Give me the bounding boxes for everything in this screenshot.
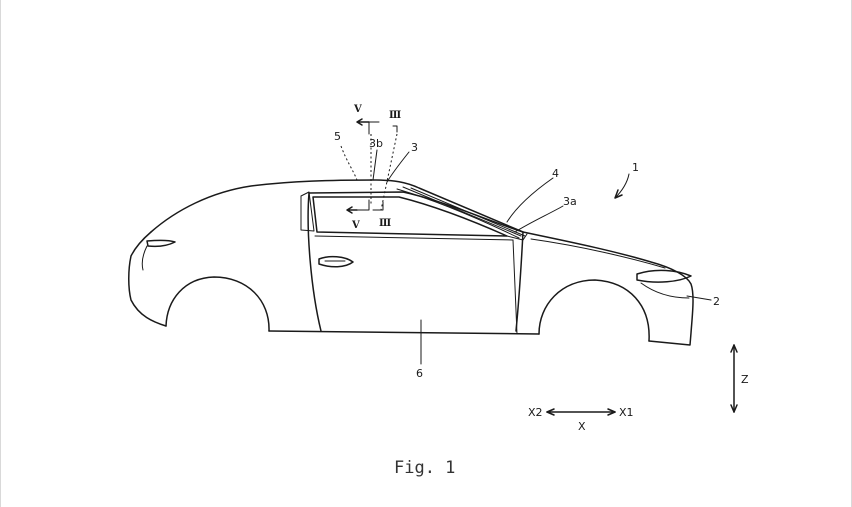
hood-line	[530, 238, 666, 269]
section-marker-iii-bottom	[372, 201, 384, 211]
leader-3b	[372, 149, 378, 181]
leader-4	[506, 177, 554, 223]
figure-caption: Fig. 1	[394, 458, 455, 478]
leader-3a	[514, 205, 564, 233]
section-label-iii-bottom: Ⅲ	[379, 218, 391, 229]
leader-2	[686, 295, 712, 301]
axis-label-x1: X1	[619, 406, 634, 419]
windshield	[396, 186, 526, 239]
section-line-iii	[380, 133, 398, 211]
door-handle	[318, 255, 354, 268]
section-marker-v-top	[356, 118, 380, 135]
axis-label-x: X	[578, 420, 586, 433]
axis-label-x2: X2	[528, 406, 543, 419]
rear-lamp	[146, 239, 176, 248]
leader-3	[386, 151, 410, 183]
ref-label-2: 2	[713, 295, 720, 308]
section-marker-v-bottom	[346, 199, 370, 214]
section-label-v-top: V	[353, 104, 362, 115]
x-axis-indicator	[546, 408, 616, 416]
ref-label-4: 4	[552, 167, 559, 180]
section-label-v-bottom: V	[351, 220, 360, 231]
car-body-outline	[128, 179, 694, 346]
section-marker-iii-top	[392, 125, 398, 133]
headlamp	[636, 269, 692, 283]
ref-label-1: 1	[632, 161, 639, 174]
section-label-iii-top: Ⅲ	[389, 110, 401, 121]
leader-5	[340, 145, 358, 181]
ref-label-3a: 3a	[563, 195, 577, 208]
ref-label-3b: 3b	[369, 137, 383, 150]
front-bumper-line	[640, 282, 690, 299]
rear-panel-line	[141, 245, 148, 271]
door	[300, 191, 528, 335]
leader-1	[614, 173, 630, 199]
ref-label-6: 6	[416, 367, 423, 380]
axis-label-z: Z	[741, 373, 749, 386]
z-axis-indicator	[730, 344, 738, 413]
ref-label-3: 3	[411, 141, 418, 154]
ref-label-5: 5	[334, 130, 341, 143]
